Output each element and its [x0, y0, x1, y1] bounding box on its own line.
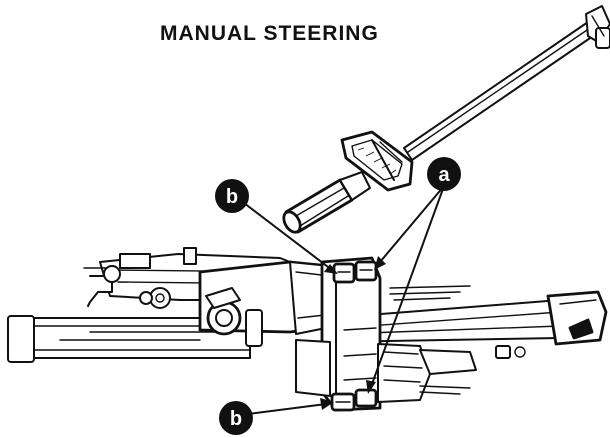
callout-leaders: [239, 185, 445, 415]
wrench-scale-plate: [340, 130, 414, 192]
wrench-head: [585, 5, 610, 49]
callout-b-lower: b: [219, 401, 253, 435]
callout-b-upper: b: [215, 179, 249, 213]
steering-gear-housing: [198, 260, 338, 347]
torque-wrench-illustration: [282, 5, 610, 234]
steering-shaft: [7, 290, 608, 363]
upper-flange-bolts: [332, 260, 378, 284]
svg-text:a: a: [438, 164, 450, 186]
steering-column-assembly: [7, 247, 608, 412]
lower-housing: [295, 339, 526, 403]
diagram-title: MANUAL STEERING: [160, 22, 379, 45]
wrench-handle: [282, 171, 371, 234]
callout-a-upper: a: [427, 157, 461, 191]
svg-text:b: b: [226, 186, 238, 208]
shading-lines: [389, 285, 471, 395]
flange-coupling: [320, 256, 382, 412]
svg-text:b: b: [230, 408, 242, 430]
